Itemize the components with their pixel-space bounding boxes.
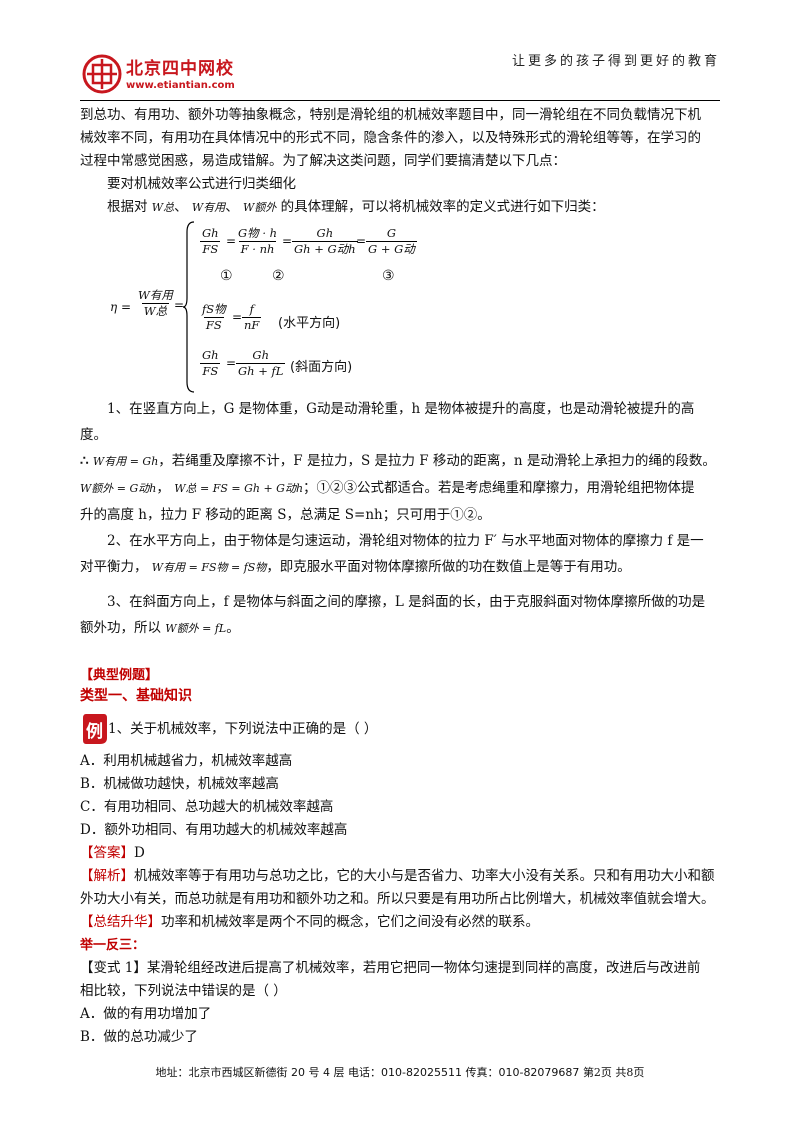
- intro-line: 械效率不同，有用功在具体情况中的形式不同，隐含条件的渗入，以及特殊形式的滑轮组等…: [80, 130, 701, 146]
- point-2-cont: 对平衡力， W有用 = FS物 = fS物，即克服水平面对物体摩擦所做的功在数值…: [80, 559, 631, 575]
- point-1-cont: ∴ W有用 = Gh，若绳重及摩擦不计，F 是拉力，S 是拉力 F 移动的距离，…: [80, 453, 716, 469]
- point-1-cont: 升的高度 h，拉力 F 移动的距离 S，总满足 S=nh；只可用于①②。: [80, 507, 491, 523]
- intro-line: 过程中常感觉困惑，易造成错解。为了解决这类问题，同学们要搞清楚以下几点：: [80, 153, 566, 169]
- extend-heading: 举一反三：: [80, 938, 146, 953]
- eta-symbol: η =: [110, 300, 132, 314]
- examples-section: 【典型例题】 类型一、基础知识: [80, 666, 720, 706]
- option-a: A．利用机械越省力，机械效率越高: [80, 753, 293, 769]
- section-heading: 【典型例题】: [80, 668, 159, 683]
- circled-label: ①: [220, 268, 233, 284]
- formula-fraction: Gh FS: [200, 348, 221, 378]
- page-footer: 地址：北京市西城区新德街 20 号 4 层 电话：010-82025511 传真…: [0, 1064, 800, 1080]
- page-number: 第2页 共8页: [582, 1066, 645, 1079]
- point-2: 2、在水平方向上，由于物体是匀速运动，滑轮组对物体的拉力 F′ 与水平地面对物体…: [107, 533, 704, 549]
- example-1-options: A．利用机械越省力，机械效率越高 B．机械做功越快，机械效率越高 C．有用功相同…: [80, 750, 720, 1049]
- efficiency-formula-block: η = W有用 W总 = Gh FS = G物 · h F · nh = Gh …: [110, 218, 510, 398]
- formula-fraction: Gh Gh + fL: [236, 348, 286, 378]
- formula-fraction: fS物 FS: [202, 302, 226, 332]
- option-d: D．额外功相同、有用功越大的机械效率越高: [80, 822, 348, 838]
- page-header: 北京四中网校 www.etiantian.com 让更多的孩子得到更好的教育: [80, 40, 720, 102]
- analysis-line: 【解析】机械效率等于有用功与总功之比，它的大小与是否省力、功率大小没有关系。只和…: [80, 868, 715, 884]
- intro-line: 到总功、有用功、额外功等抽象概念，特别是滑轮组的机械效率题目中，同一滑轮组在不同…: [80, 107, 701, 123]
- option-c: C．有用功相同、总功越大的机械效率越高: [80, 799, 334, 815]
- example-1: 1、关于机械效率，下列说法中正确的是（ ）: [80, 718, 720, 740]
- circled-label: ②: [272, 268, 285, 284]
- example-badge: 例: [82, 712, 108, 746]
- explanation-points: 1、在竖直方向上，G 是物体重，G动是动滑轮重，h 是物体被提升的高度，也是动滑…: [80, 396, 720, 642]
- eta-fraction: W有用 W总: [138, 288, 173, 318]
- question-1: 1、关于机械效率，下列说法中正确的是（ ）: [108, 721, 378, 737]
- formula-fraction: f nF: [242, 302, 262, 332]
- variant-option-b: B．做的总功减少了: [80, 1029, 198, 1045]
- intro-line: 根据对 W总、 W有用、 W额外 的具体理解，可以将机械效率的定义式进行如下归类…: [107, 199, 605, 215]
- intro-line: 要对机械效率公式进行归类细化: [107, 176, 296, 192]
- point-3-cont: 额外功，所以 W额外 = fL。: [80, 620, 240, 636]
- header-slogan: 让更多的孩子得到更好的教育: [511, 54, 720, 69]
- example-badge-icon: [83, 714, 107, 744]
- incline-note: (斜面方向): [290, 360, 353, 375]
- formula-fraction: Gh Gh + G动h: [292, 226, 358, 256]
- left-brace-icon: [182, 221, 195, 393]
- w-useful-symbol: W有用: [191, 201, 226, 214]
- logo-url: www.etiantian.com: [126, 80, 235, 91]
- variant-1-cont: 相比较，下列说法中错误的是（ ）: [80, 983, 287, 999]
- circled-label: ③: [382, 268, 395, 284]
- footer-address: 地址：北京市西城区新德街 20 号 4 层 电话：010-82025511 传真…: [155, 1066, 580, 1079]
- variant-1: 【变式 1】某滑轮组经改进后提高了机械效率，若用它把同一物体匀速提到同样的高度，…: [80, 960, 701, 976]
- point-1: 1、在竖直方向上，G 是物体重，G动是动滑轮重，h 是物体被提升的高度，也是动滑…: [80, 401, 695, 443]
- answer-line: 【答案】D: [80, 845, 145, 861]
- type-heading: 类型一、基础知识: [80, 688, 192, 704]
- formula-fraction: G物 · h F · nh: [238, 226, 278, 256]
- school-logo: 北京四中网校 www.etiantian.com: [80, 50, 320, 100]
- summary-line: 【总结升华】功率和机械效率是两个不同的概念，它们之间没有必然的联系。: [80, 914, 539, 930]
- point-1-cont: W额外 = G动h， W总 = FS = Gh + G动h；①②③公式都适合。若…: [80, 480, 695, 496]
- logo-emblem-icon: [82, 54, 122, 94]
- variant-option-a: A．做的有用功增加了: [80, 1006, 212, 1022]
- w-extra-symbol: W额外: [243, 201, 277, 214]
- formula-fraction: Gh FS: [200, 226, 221, 256]
- w-total-symbol: W总: [151, 201, 175, 214]
- horizontal-note: (水平方向): [278, 316, 341, 331]
- option-b: B．机械做功越快，机械效率越高: [80, 776, 279, 792]
- logo-text: 北京四中网校: [126, 59, 234, 79]
- main-content: 到总功、有用功、额外功等抽象概念，特别是滑轮组的机械效率题目中，同一滑轮组在不同…: [80, 104, 720, 219]
- point-3: 3、在斜面方向上，f 是物体与斜面之间的摩擦，L 是斜面的长，由于克服斜面对物体…: [107, 594, 706, 610]
- header-divider: [80, 100, 720, 101]
- analysis-line: 外功大小有关，而总功就是有用功和额外功之和。所以只要是有用功所占比例增大，机械效…: [80, 891, 715, 907]
- formula-fraction: G G + G动: [366, 226, 417, 256]
